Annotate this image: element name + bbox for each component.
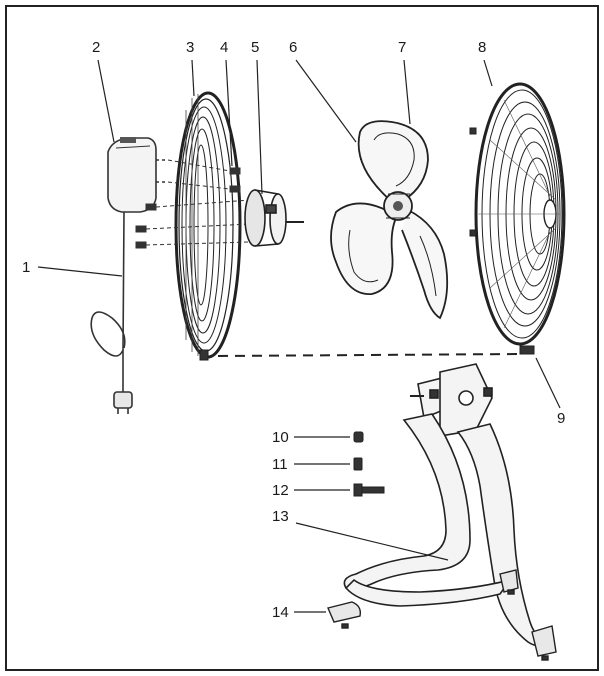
stand-upper-brackets — [410, 363, 493, 448]
motor — [244, 189, 304, 247]
leader-lines — [37, 59, 561, 613]
stand-feet — [327, 569, 557, 661]
alignment-dashed-line — [217, 353, 521, 357]
control-box — [107, 137, 168, 213]
label-part-10: 10 — [272, 429, 289, 446]
stand-legs — [343, 413, 550, 647]
label-part-12: 12 — [272, 482, 289, 499]
label-part-13: 13 — [272, 508, 289, 525]
label-part-1: 1 — [22, 259, 30, 276]
diagram-border — [5, 5, 599, 671]
fan-blade — [330, 120, 449, 320]
label-part-8: 8 — [478, 39, 486, 56]
label-part-9: 9 — [557, 410, 565, 427]
label-part-4: 4 — [220, 39, 228, 56]
label-part-6: 6 — [289, 39, 297, 56]
part-labels: 2 3 4 5 6 7 8 1 9 10 11 12 13 14 — [22, 39, 565, 621]
label-part-5: 5 — [251, 39, 259, 56]
stand-hardware — [353, 431, 385, 497]
front-grille — [469, 82, 566, 355]
power-cord — [90, 211, 133, 414]
label-part-11: 11 — [272, 456, 288, 473]
mounting-screws — [135, 159, 251, 249]
label-part-7: 7 — [398, 39, 406, 56]
label-part-14: 14 — [272, 604, 289, 621]
label-part-2: 2 — [92, 39, 100, 56]
label-part-3: 3 — [186, 39, 194, 56]
